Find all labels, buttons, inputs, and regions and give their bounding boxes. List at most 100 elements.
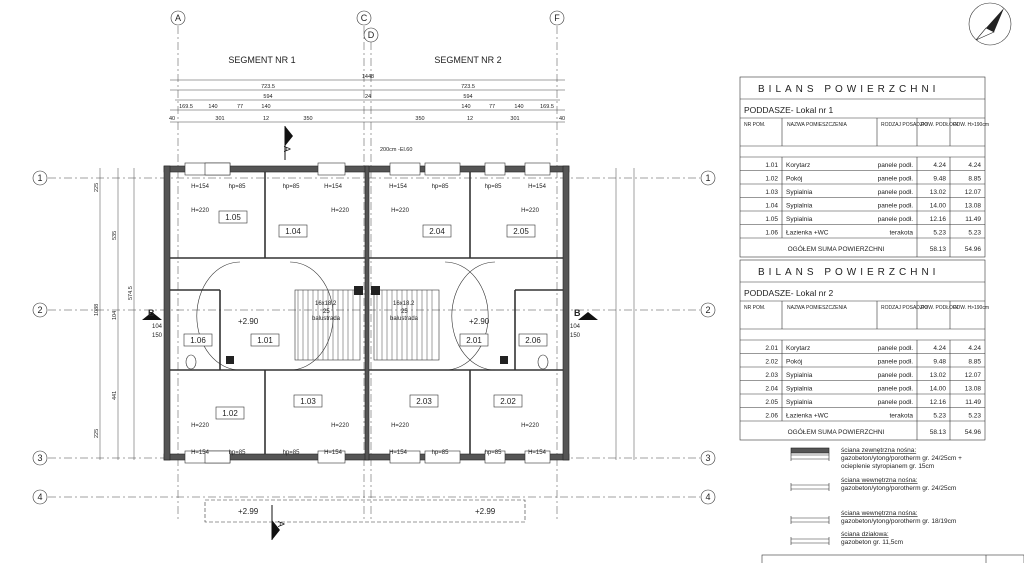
- dim-left-0: 225: [94, 183, 100, 192]
- table-subtitle: PODDASZE- Lokal nr 1: [744, 105, 834, 115]
- dim-row4-1: 301: [215, 116, 224, 122]
- legend-item: ściana działowa:gazobeton gr. 11,5cm: [790, 531, 903, 546]
- level-2: +2.90: [469, 317, 490, 326]
- room-number: 1.01: [257, 336, 273, 345]
- room-tag-box: [518, 333, 548, 347]
- room-number: 1.05: [225, 213, 241, 222]
- bottom-height-label: hp=85: [283, 450, 301, 456]
- floor-type: panele podł.: [878, 399, 914, 406]
- table-header: NAZWA POMIESZCZENIA: [787, 122, 847, 128]
- room-name: Pokój: [786, 176, 802, 183]
- room-name: Sypialnia: [786, 216, 813, 223]
- window-height-right-2: 150: [570, 333, 581, 339]
- legend-title: ściana działowa:: [841, 531, 889, 538]
- window: [484, 450, 506, 464]
- segment-1-label: SEGMENT NR 1: [228, 55, 295, 65]
- room-tag-box: [293, 394, 323, 408]
- table-header: POW. PODŁOGI: [921, 305, 958, 311]
- chimney: [226, 356, 234, 364]
- room-tag-box: [493, 394, 523, 408]
- table-header: NR POM.: [744, 305, 765, 311]
- room-number: 1.03: [300, 397, 316, 406]
- ceiling-height-label: H=220: [331, 423, 350, 429]
- window-height-left-1: 104: [152, 324, 163, 330]
- floor-type: panele podł.: [878, 203, 914, 210]
- dim-row3-3: 140: [261, 104, 270, 110]
- level-1: +2.90: [238, 317, 259, 326]
- top-height-label: H=154: [389, 184, 408, 190]
- room-nr: 2.05: [765, 399, 778, 406]
- chimney: [500, 356, 508, 364]
- dim-half-2: 723.5: [461, 84, 475, 90]
- dim-row4-0: 40: [169, 116, 175, 122]
- window: [484, 162, 506, 176]
- area-over-190: 13.08: [965, 386, 982, 393]
- dim-row4-7: 40: [559, 116, 565, 122]
- dim-row2-3: 594: [463, 94, 472, 100]
- room-nr: 2.02: [765, 359, 778, 366]
- dim-row3-1: 140: [208, 104, 217, 110]
- axis-label-1: 1: [37, 173, 42, 183]
- area-over-190: 5.23: [968, 230, 981, 237]
- axis-label-3-right: 3: [705, 453, 710, 463]
- stair-steps-2: 25: [401, 309, 408, 315]
- window: [524, 450, 551, 464]
- floor-area: 13.02: [930, 189, 947, 196]
- room-number: 2.02: [500, 397, 516, 406]
- floor-type: panele podł.: [878, 359, 914, 366]
- ceiling-height-label: H=220: [331, 208, 350, 214]
- table-subtitle: PODDASZE- Lokal nr 2: [744, 288, 834, 298]
- room-tag-box: [278, 224, 308, 238]
- floor-area: 5.23: [933, 230, 946, 237]
- room-name: Sypialnia: [786, 386, 813, 393]
- total-label: OGÓŁEM SUMA POWIERZCHNI: [788, 427, 885, 436]
- chimney: [371, 286, 380, 295]
- legend-description: gazobeton gr. 11,5cm: [841, 539, 903, 546]
- area-over-190: 12.07: [965, 189, 982, 196]
- axis-label-A: A: [175, 13, 181, 23]
- room-nr: 1.04: [765, 203, 778, 210]
- room-name: Pokój: [786, 359, 802, 366]
- room-nr: 1.02: [765, 176, 778, 183]
- legend-item: ściana wewnętrzna nośna:gazobeton/ytong/…: [790, 510, 956, 525]
- stair-label-1: 16x18.2: [315, 301, 337, 307]
- bottom-height-label: hp=85: [432, 450, 450, 456]
- area-over-190: 11.49: [965, 399, 981, 406]
- area-over-190: 4.24: [968, 345, 981, 352]
- window: [204, 450, 231, 464]
- room-tag-box: [506, 224, 536, 238]
- floor-area: 9.48: [933, 176, 946, 183]
- total-area: 58.13: [930, 246, 947, 253]
- floor-type: panele podł.: [878, 372, 914, 379]
- section-marks: A A B B 104 150 104 150: [142, 126, 598, 540]
- top-height-label: hp=85: [229, 184, 247, 190]
- room-name: Sypialnia: [786, 189, 813, 196]
- room-number: 2.05: [513, 227, 529, 236]
- room-name: Łazienka +WC: [786, 230, 829, 237]
- room-number: 2.03: [416, 397, 432, 406]
- ceiling-height-label: H=220: [521, 208, 540, 214]
- window: [389, 162, 421, 176]
- staircase-2: [373, 289, 440, 361]
- bottom-height-label: H=154: [528, 450, 547, 456]
- dim-row4-6: 301: [510, 116, 519, 122]
- dim-row2-1: 594: [263, 94, 272, 100]
- table-header: POW. PODŁOGI: [921, 122, 958, 128]
- room-nr: 2.04: [765, 386, 778, 393]
- floor-type: panele podł.: [878, 162, 914, 169]
- wall-legend: ściana zewnętrzna nośna:gazobeton/ytong/…: [790, 447, 962, 546]
- table-title: BILANS POWIERZCHNI: [758, 84, 939, 95]
- table-header: RODZAJ POSADZKI: [881, 122, 928, 128]
- dim-left-4: 1088: [94, 304, 100, 316]
- grid-axes: A C D F 1 2 3 4 1 2 3 4: [32, 10, 716, 520]
- area-over-190: 13.08: [965, 203, 982, 210]
- room-name: Łazienka +WC: [786, 413, 829, 420]
- room-tag-box: [422, 224, 452, 238]
- floor-type: panele podł.: [878, 386, 914, 393]
